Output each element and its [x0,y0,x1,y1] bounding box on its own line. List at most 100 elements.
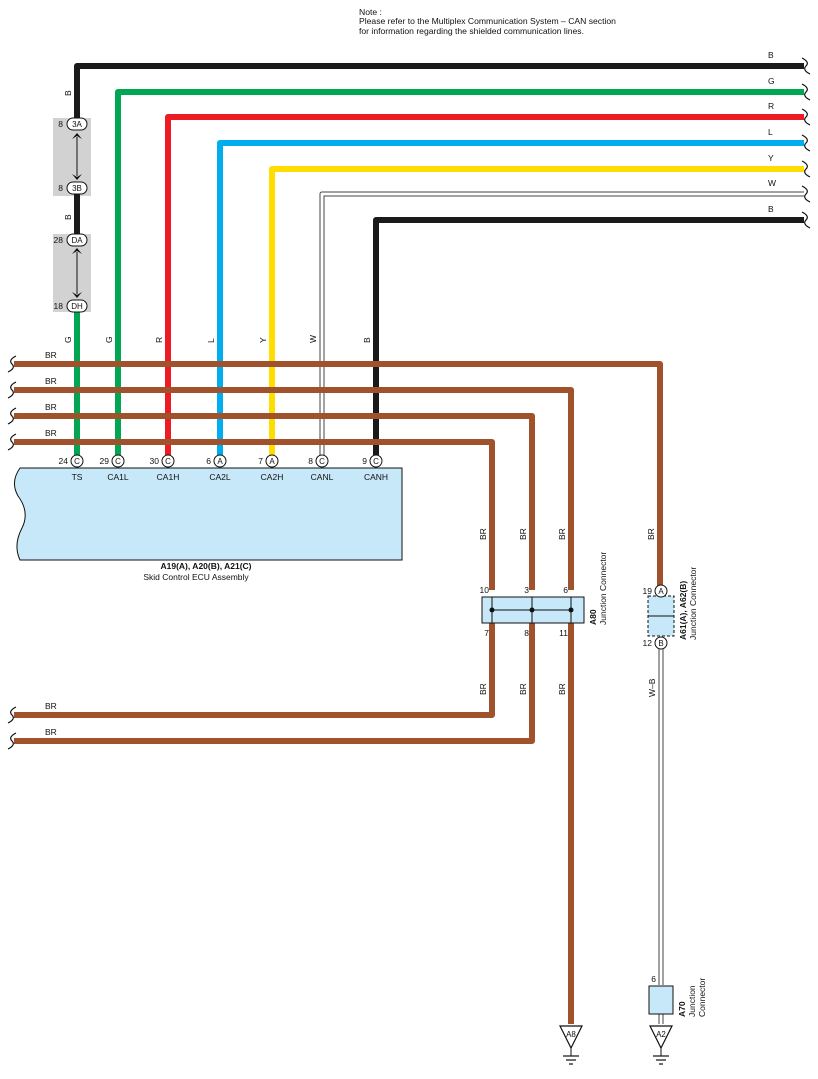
ecu-pin-number: 30 [150,456,160,466]
vertical-wire-label: W [308,335,318,343]
ecu-pin-CANH [369,454,383,468]
a80-pin-top: 10 [480,585,490,595]
wire-G-1 [115,89,804,455]
inline-pin-number: 18 [54,301,64,311]
ground-triangle [649,1025,673,1050]
a61-pin-b [654,636,668,650]
ecu-pin-name: CA2H [261,472,284,482]
wire-br-2 [14,413,535,590]
ecu-name: Skid Control ECU Assembly [143,572,249,582]
note-line-2: for information regarding the shielded c… [359,25,584,36]
ground-label: A2 [656,1030,666,1039]
wire-break-mark [7,433,17,451]
ecu-pin-CANL [315,454,329,468]
a80-splice-dot [568,607,574,613]
wire-break-mark [801,108,811,126]
br-wire-label: BR [45,402,57,412]
vertical-wire-label: G [104,336,114,343]
a80-name: Junction Connector [598,552,608,625]
a61-wire-bottom-label: W–B [647,678,657,697]
ecu-pin-TS-letter: C [74,457,80,466]
a70-pin: 6 [651,974,656,984]
a80-wire-label: BR [518,528,528,540]
ecu-pin-number: 6 [206,456,211,466]
connector-arrow-head [72,292,82,298]
wire-br-0 [14,361,663,590]
br-wire-label: BR [45,727,57,737]
wires [14,63,804,1024]
connector-arrow-head [72,133,82,139]
ecu-pin-TS [70,454,84,468]
a80-pin-bottom: 11 [559,628,568,638]
wire-R-2 [165,114,804,455]
ecu-pin-CA1H [161,454,175,468]
a80-code: A80 [588,609,598,625]
wire-break-mark [7,355,17,373]
wire-label-b: B [63,90,73,96]
a61-wire-label: BR [646,528,656,540]
inline-connector-backgrounds [53,118,91,312]
a80-wire-label-lower: BR [557,683,567,695]
components [7,57,811,1065]
a80-wire-label-lower: BR [478,683,488,695]
vertical-wire-label: G [63,336,73,343]
a61-pin-b-letter: B [658,639,663,648]
top-wire-label: Y [768,153,774,163]
wire-br-1 [14,387,574,590]
ecu-pin-CA2H [265,454,279,468]
a80-pin-bottom: 8 [524,628,529,638]
br-wire-label: BR [45,350,57,360]
note-block: Note : Please refer to the Multiplex Com… [359,7,616,36]
wire-break-mark [7,407,17,425]
wire-break-mark [7,706,17,724]
a61-code: A61(A), A62(B) [678,581,688,640]
ground-triangle [559,1025,583,1050]
wire-break-mark [801,160,811,178]
ecu-pin-CA2L [213,454,227,468]
inline-pin-3b-label: 3B [72,184,82,193]
vertical-wire-label: Y [258,337,268,343]
wire-break-mark [7,732,17,750]
ecu-pin-name: CANL [311,472,334,482]
a70-name-2: Connector [697,978,707,1017]
note-title: Note : [359,7,382,17]
inline-pin-dh [66,299,88,313]
ecu-pin-number: 9 [362,456,367,466]
wire-Y-4 [269,166,804,455]
wire-label-b: B [63,214,73,220]
ecu-pin-CANH-letter: C [373,457,379,466]
inline-pin-da-label: DA [71,236,83,245]
connector-arrow-head [72,174,82,180]
a61-pin-a-letter: A [658,587,664,596]
a80-pin-top: 3 [524,585,529,595]
a61-pin-top: 19 [643,586,653,596]
inline-pin-da [66,233,88,247]
ecu-pin-name: CANH [364,472,388,482]
a61-pin-bottom: 12 [643,638,653,648]
br-wire-label: BR [45,428,57,438]
br-wire-label: BR [45,376,57,386]
a61-pin-a [654,584,668,598]
ecu-pin-CA1L-letter: C [115,457,121,466]
vertical-wire-label: L [206,338,216,343]
a80-splice-dot [489,607,495,613]
a80-pin-bottom: 7 [484,628,489,638]
ecu-pin-CA2H-letter: A [269,457,275,466]
wire-break-mark [801,57,811,75]
inline-pin-number: 8 [58,183,63,193]
a80-splice-dot [529,607,535,613]
wire-B-6 [373,217,804,455]
wire-W-5 [320,192,804,455]
a80-wire-label-lower: BR [518,683,528,695]
top-wire-label: B [768,204,774,214]
top-wire-label: G [768,76,775,86]
wire-break-mark [7,381,17,399]
top-wire-label: B [768,50,774,60]
a70-box [648,985,674,1015]
ecu-pin-name: CA2L [209,472,231,482]
ecu-part-codes: A19(A), A20(B), A21(C) [161,561,252,571]
ecu-pin-CA2L-letter: A [217,457,223,466]
inline-pin-number: 28 [54,235,64,245]
